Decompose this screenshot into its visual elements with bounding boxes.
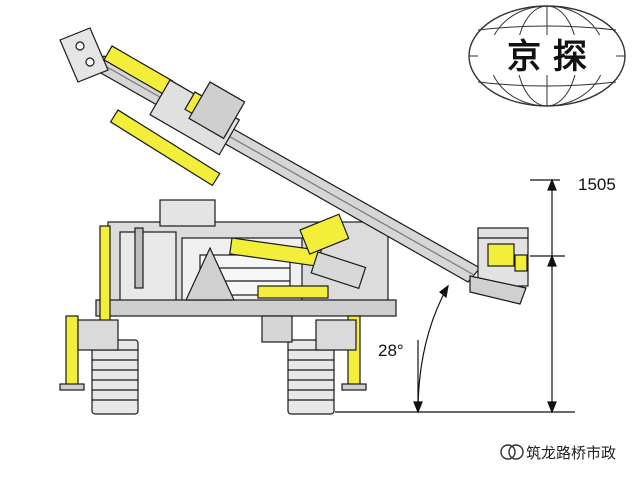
watermark-text: 筑龙路桥市政 — [526, 444, 616, 462]
angle-dimension — [413, 284, 449, 414]
chassis — [95, 199, 397, 323]
company-logo: 京 探 — [468, 5, 626, 107]
right-track — [261, 315, 367, 415]
hydraulic-arms — [109, 109, 367, 299]
wechat-official-account-icon — [500, 444, 524, 460]
height-value-label: 1505 — [578, 175, 616, 194]
logo-text: 京 探 — [507, 37, 587, 77]
height-dimension — [530, 178, 565, 414]
watermark: 筑龙路桥市政 — [500, 444, 616, 462]
left-track — [59, 315, 139, 415]
angle-value-label: 28° — [378, 341, 404, 360]
drill-mast — [59, 27, 481, 283]
drill-head — [469, 227, 529, 305]
